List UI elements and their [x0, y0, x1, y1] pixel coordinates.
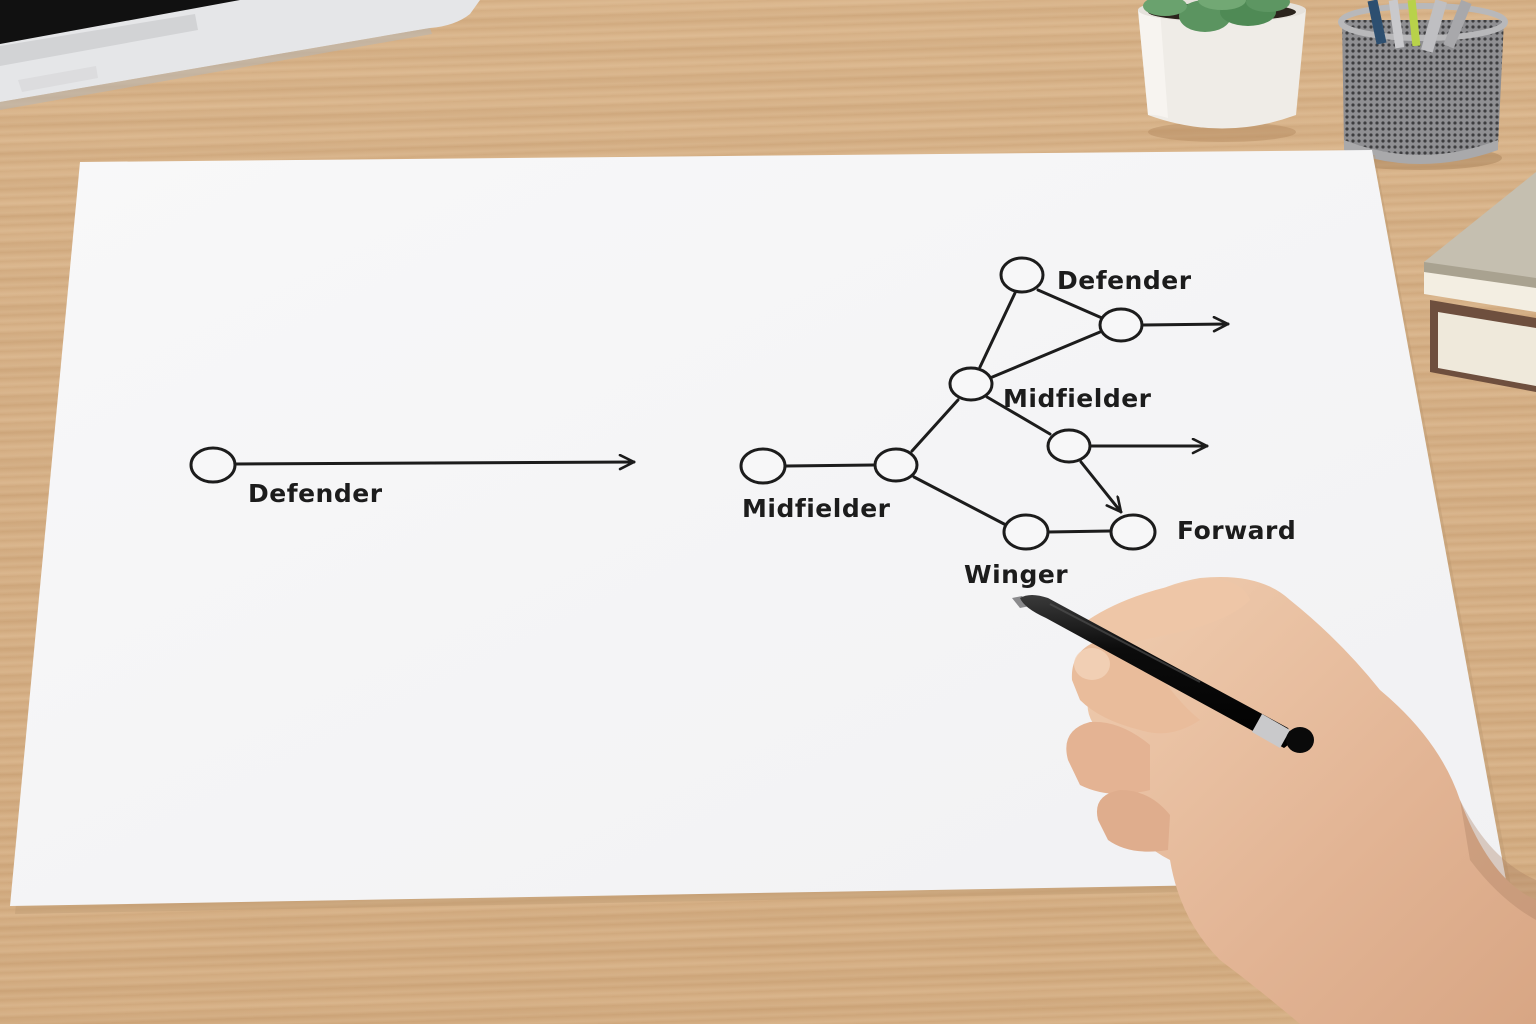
left-defender-chain: [189, 446, 636, 484]
node-forward: [1109, 513, 1157, 551]
hand-with-pen: [1012, 576, 1536, 1024]
succulent-icon: [1143, 0, 1290, 32]
node-top-defender: [999, 256, 1045, 294]
node-right-middle: [1046, 428, 1092, 464]
label-left-defender: Defender: [248, 479, 383, 508]
node-right-upper: [1098, 307, 1144, 343]
label-center-midfielder: Midfielder: [1003, 384, 1152, 413]
node-winger: [1002, 513, 1050, 551]
pen-icon: [1012, 595, 1314, 753]
node-hub: [873, 447, 919, 483]
diagram: [189, 256, 1230, 551]
label-forward: Forward: [1177, 516, 1296, 545]
node-center-midfielder: [948, 366, 994, 402]
node-left-defender: [189, 446, 237, 484]
network-nodes: [739, 256, 1157, 551]
plant-pot: [1138, 0, 1306, 142]
label-top-defender: Defender: [1057, 266, 1192, 295]
stacked-books: [1424, 172, 1536, 392]
label-winger: Winger: [964, 560, 1068, 589]
pencil-cup: [1338, 0, 1508, 170]
node-left-midfielder: [739, 447, 787, 485]
laptop: [0, 0, 480, 110]
diagram-labels: Defender Defender Midfielder Midfielder …: [248, 266, 1296, 589]
label-left-midfielder: Midfielder: [742, 494, 891, 523]
network-edges: [784, 288, 1230, 534]
